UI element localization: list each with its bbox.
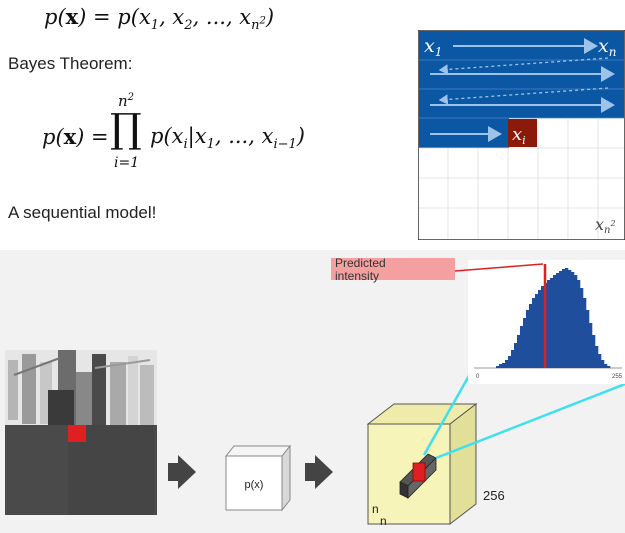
eq-sub: 1 (206, 137, 215, 153)
histogram-bar (523, 318, 527, 368)
eq-part: , x (159, 5, 185, 29)
eq-part: n (118, 92, 128, 110)
px-box-label: p(x) (245, 479, 264, 491)
current-pixel (508, 119, 537, 147)
histogram-bar (607, 366, 611, 368)
histogram-bar (553, 275, 557, 368)
histogram-bar (598, 354, 602, 368)
histogram-bar (532, 298, 536, 368)
histogram-bar (541, 286, 545, 368)
histogram-bar (508, 356, 512, 368)
sequential-model-text: A sequential model! (8, 203, 157, 222)
histogram-tick-min: 0 (476, 374, 480, 380)
joint-probability-equation: p(x) = p(x1, x2, ..., xn2) (44, 4, 274, 33)
eq-part: |x (187, 124, 207, 148)
bayes-theorem-title: Bayes Theorem: (8, 54, 133, 73)
cube-n-label: n (380, 514, 387, 528)
cube-depth-label: 256 (483, 488, 505, 503)
histogram-bar (565, 268, 569, 368)
histogram-bar (583, 298, 587, 368)
pixelcnn-diagram: p(x) 256 n n 0 255 Predicted intensity (5, 256, 625, 528)
cube-n-label: n (372, 502, 379, 516)
histogram-bar (529, 304, 533, 368)
predicted-callout-line (454, 263, 544, 272)
right-arrow-icon (305, 455, 333, 489)
histogram-bar (589, 323, 593, 368)
bayes-equation-rhs: p(xi|x1, ..., xi−1) (150, 124, 305, 152)
eq-part: ) = (76, 125, 109, 149)
histogram-bar (550, 278, 554, 368)
product-lower-limit: i=1 (114, 155, 140, 171)
label-x1: x1 (424, 35, 442, 59)
eq-part: p( (44, 5, 66, 29)
predicted-label-line1: Predicted (335, 256, 386, 270)
eq-sub: n (251, 18, 260, 34)
histogram-bar (556, 273, 560, 368)
histogram-bar (505, 360, 509, 368)
eq-sub: i−1 (273, 137, 297, 153)
histogram-bar (499, 364, 503, 368)
histogram-bar (535, 294, 539, 368)
histogram-bar (568, 270, 572, 368)
product-symbol: ∏ (110, 106, 142, 152)
histogram-bar (574, 275, 578, 368)
current-pixel-highlight (68, 425, 86, 442)
eq-part: ) (296, 124, 305, 148)
input-image (5, 350, 157, 515)
eq-sub: 2 (184, 18, 193, 34)
eq-sub: 1 (150, 18, 160, 34)
pixel-grid-figure: x1 xn xi xn2 (418, 30, 625, 240)
eq-part: ) = p(x (78, 5, 151, 29)
projection-line-left (422, 373, 472, 456)
histogram-bar (514, 343, 518, 368)
histogram-bar (580, 288, 584, 368)
eq-part: p( (42, 125, 64, 149)
histogram-bar (604, 364, 608, 368)
histogram-bar (517, 335, 521, 368)
output-pixel-highlight (412, 462, 426, 482)
return-arrow-2 (438, 87, 609, 105)
histogram-bar (595, 346, 599, 368)
right-arrow-icon (168, 455, 196, 489)
histogram-bar (520, 326, 524, 368)
histogram-bar (592, 335, 596, 368)
histogram-tick-max: 255 (612, 374, 623, 380)
label-xn: xn (598, 35, 616, 59)
px-model-box: p(x) (224, 444, 292, 512)
histogram-bar (526, 310, 530, 368)
histogram-bar (502, 363, 506, 368)
eq-sub: i (183, 137, 188, 153)
label-xi: xi (512, 124, 526, 147)
scan-arrows (430, 38, 615, 142)
projection-line-right (435, 382, 625, 460)
eq-part: , ..., x (192, 5, 252, 29)
histogram-bar (496, 366, 500, 368)
histogram-panel: 0 255 (468, 260, 625, 384)
eq-part: , ..., x (214, 124, 274, 148)
eq-sup: 2 (127, 92, 135, 103)
eq-part: ) (265, 5, 275, 29)
histogram-bar (511, 350, 515, 368)
histogram-bar (562, 269, 566, 368)
grid-lines-light (419, 118, 624, 239)
predicted-label-line2: intensity (335, 269, 379, 283)
bayes-equation-lhs: p(x) = (42, 124, 109, 149)
product-upper-limit: n2 (118, 92, 134, 110)
histogram-bar (577, 280, 581, 368)
histogram-bar (538, 290, 542, 368)
eq-bold-x: x (63, 124, 77, 149)
eq-sup: 2 (259, 15, 266, 27)
output-cube: 256 n n (366, 402, 505, 528)
eq-part: p(x (150, 124, 184, 148)
label-xn2: xn2 (595, 215, 616, 236)
histogram-bar (559, 271, 563, 368)
histogram-bar (547, 280, 551, 368)
histogram-bar (586, 310, 590, 368)
histogram-bar (571, 272, 575, 368)
predicted-intensity-label-bg (331, 258, 455, 280)
eq-bold-x: x (65, 4, 79, 29)
histogram-bar (601, 360, 605, 368)
return-arrow-1 (438, 57, 609, 75)
